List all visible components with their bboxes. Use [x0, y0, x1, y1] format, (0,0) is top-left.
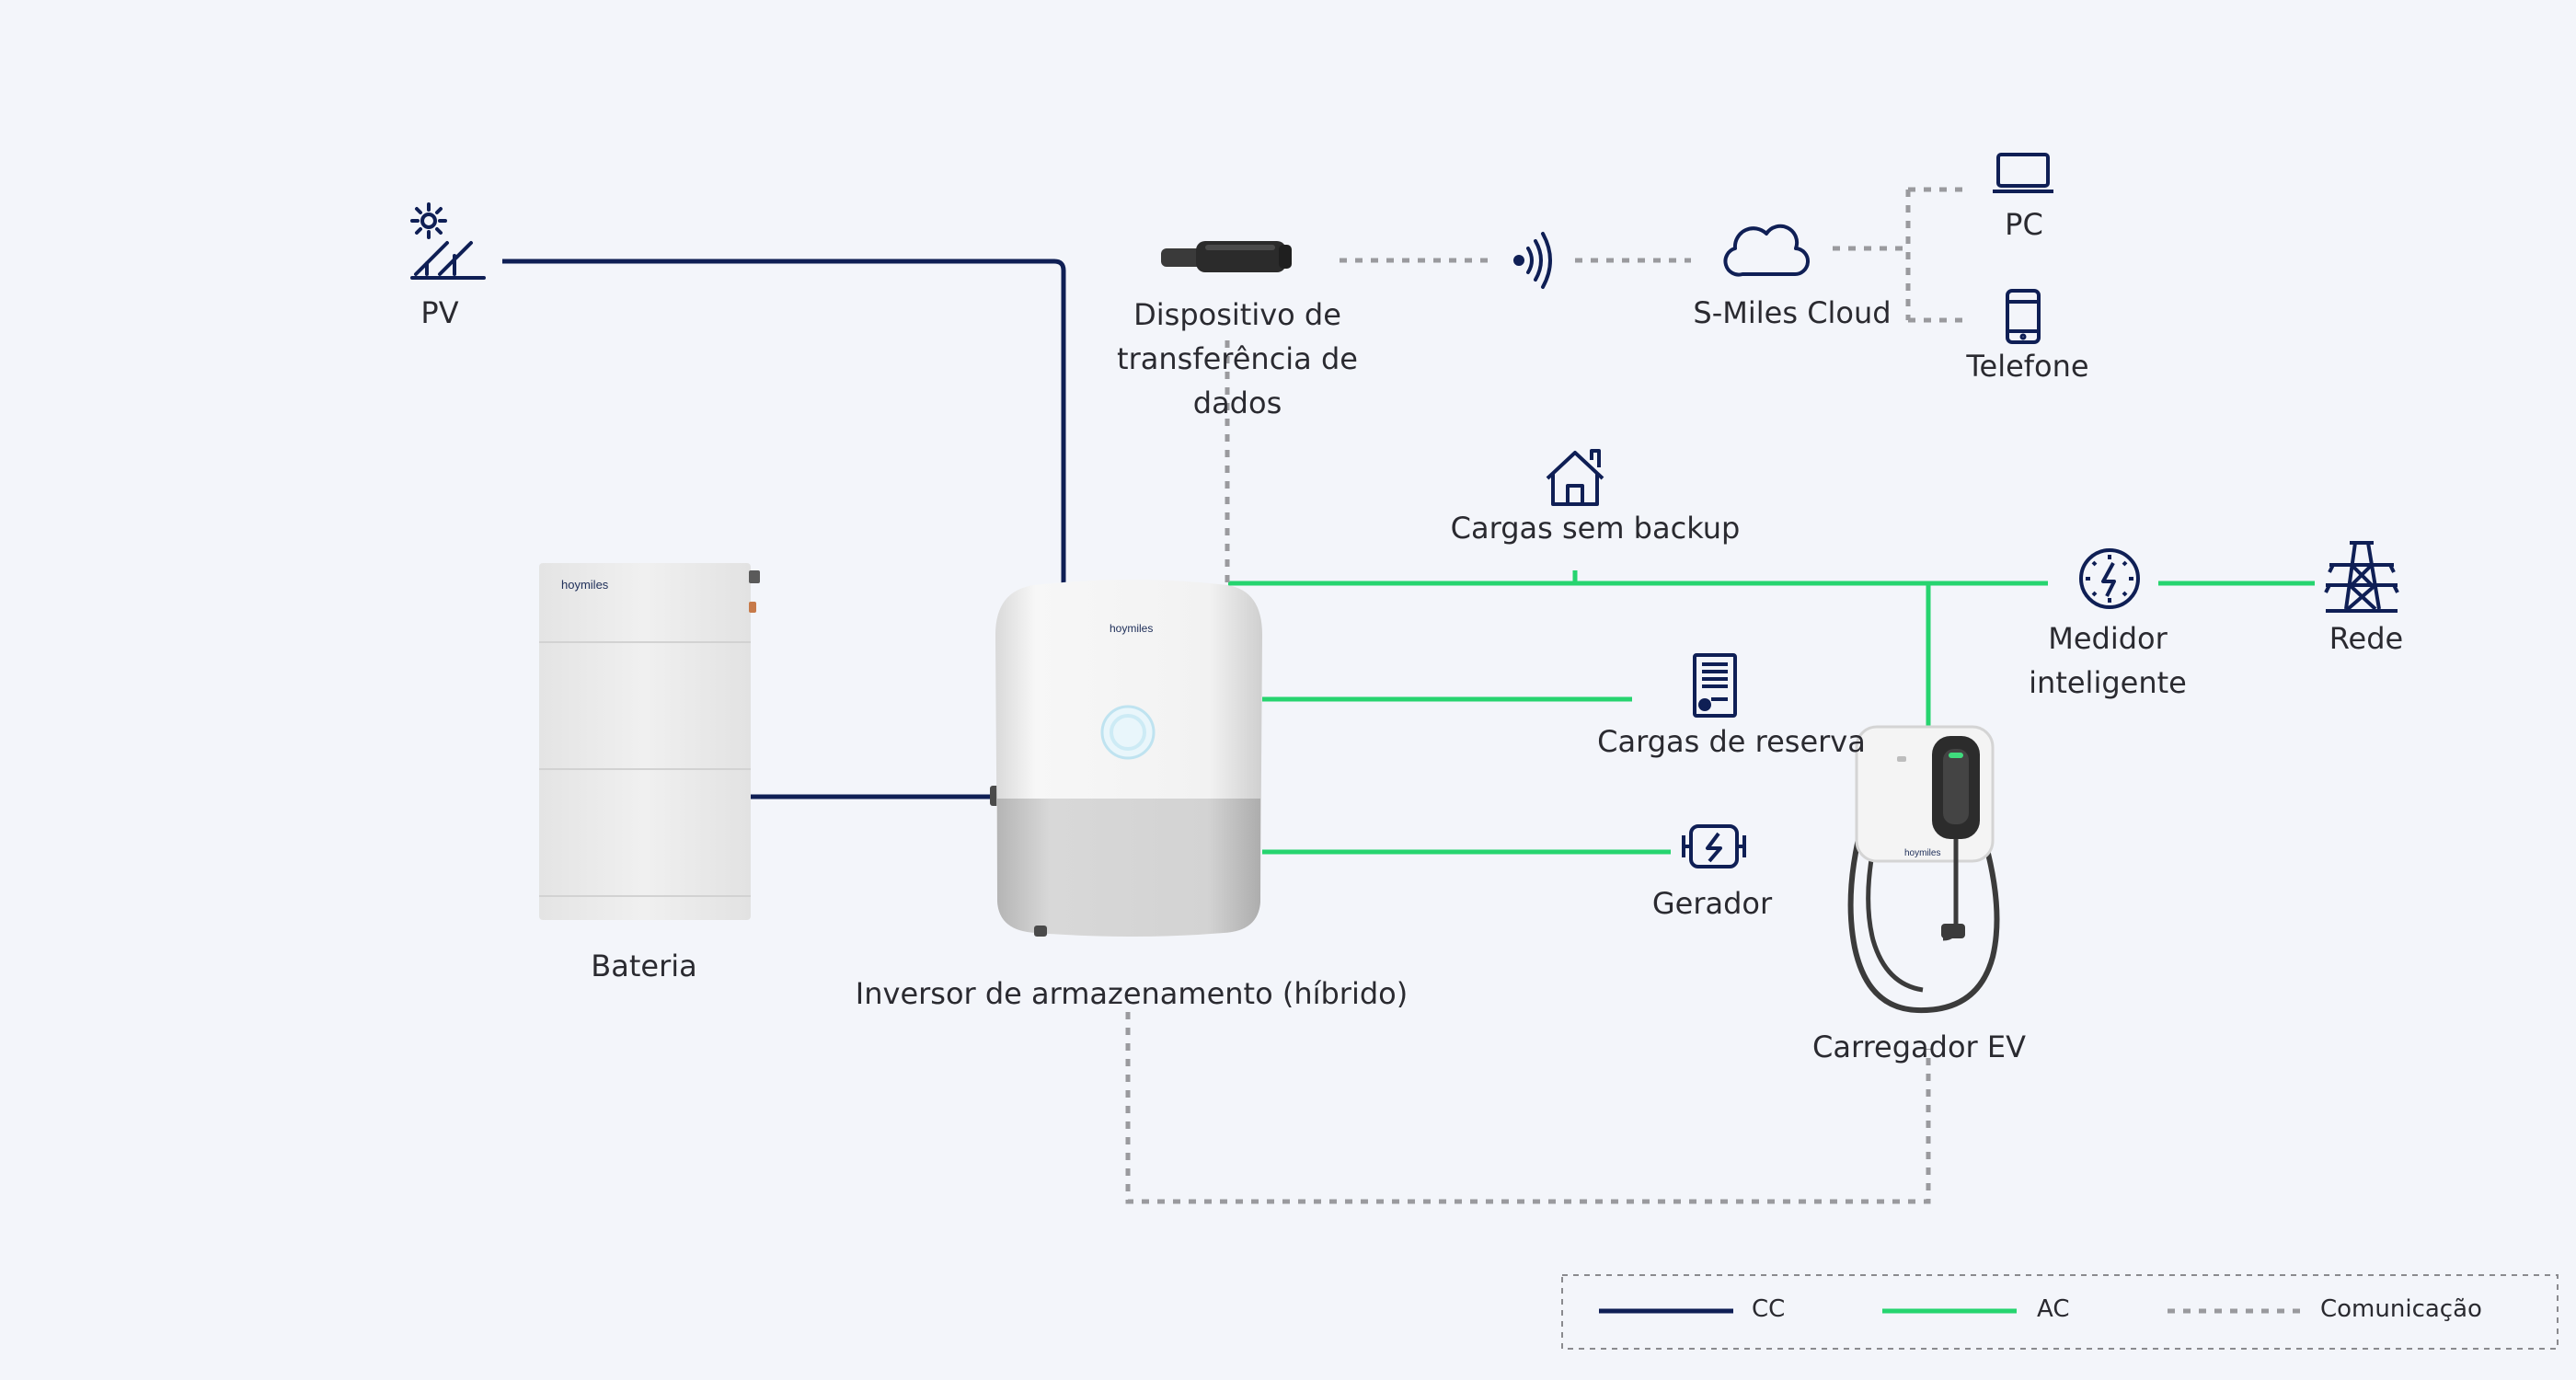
transmission-tower-icon	[2324, 541, 2399, 613]
meter-label: Medidor inteligente	[2029, 621, 2187, 700]
phone-label: Telefone	[1966, 349, 2089, 384]
inverter-label: Inversor de armazenamento (híbrido)	[855, 976, 1409, 1011]
dc-lines	[502, 259, 1066, 799]
pv-label: PV	[420, 295, 459, 330]
cloud-icon	[1723, 224, 1811, 277]
inverter-ev-comm-line	[1125, 1012, 1931, 1204]
house-icon	[1546, 449, 1604, 506]
inverter-brand-logo: hoymiles	[1110, 622, 1153, 635]
battery-brand-logo: hoymiles	[561, 578, 609, 592]
grid-label: Rede	[2329, 621, 2404, 656]
generator-label: Gerador	[1651, 886, 1773, 921]
dongle-icon	[1161, 241, 1292, 272]
legend-dc-label: CC	[1752, 1295, 1786, 1323]
ev-label: Carregador EV	[1812, 1029, 2026, 1064]
pc-label: PC	[2005, 207, 2043, 242]
ev-brand-logo: hoymiles	[1904, 848, 1940, 858]
generator-icon	[1682, 824, 1746, 868]
wireless-signal-icon	[1513, 232, 1552, 289]
legend	[1561, 1274, 2559, 1350]
battery-label: Bateria	[591, 949, 697, 983]
battery-icon: hoymiles	[539, 563, 760, 920]
laptop-icon	[1993, 153, 2053, 193]
pv-dc-line	[502, 259, 1066, 589]
solar-panel-icon	[410, 202, 486, 280]
meter-icon	[2079, 548, 2140, 609]
ev-charger-icon: hoymiles	[1847, 725, 2000, 1014]
comm-lines	[1125, 187, 1965, 1204]
legend-ac-label: AC	[2037, 1295, 2070, 1323]
backup-load-icon	[1693, 653, 1737, 718]
dongle-label: Dispositivo de transferência de dados	[1117, 297, 1358, 420]
ac-lines	[1228, 570, 2315, 855]
inverter-icon: hoymiles	[990, 580, 1262, 937]
legend-comm-label: Comunicação	[2320, 1295, 2482, 1323]
backup-label: Cargas de reserva	[1597, 724, 1866, 759]
non-backup-label: Cargas sem backup	[1450, 511, 1741, 546]
phone-icon	[2006, 289, 2041, 344]
cloud-label: S-Miles Cloud	[1693, 295, 1892, 330]
cloud-devices-comm-line	[1833, 187, 1965, 323]
